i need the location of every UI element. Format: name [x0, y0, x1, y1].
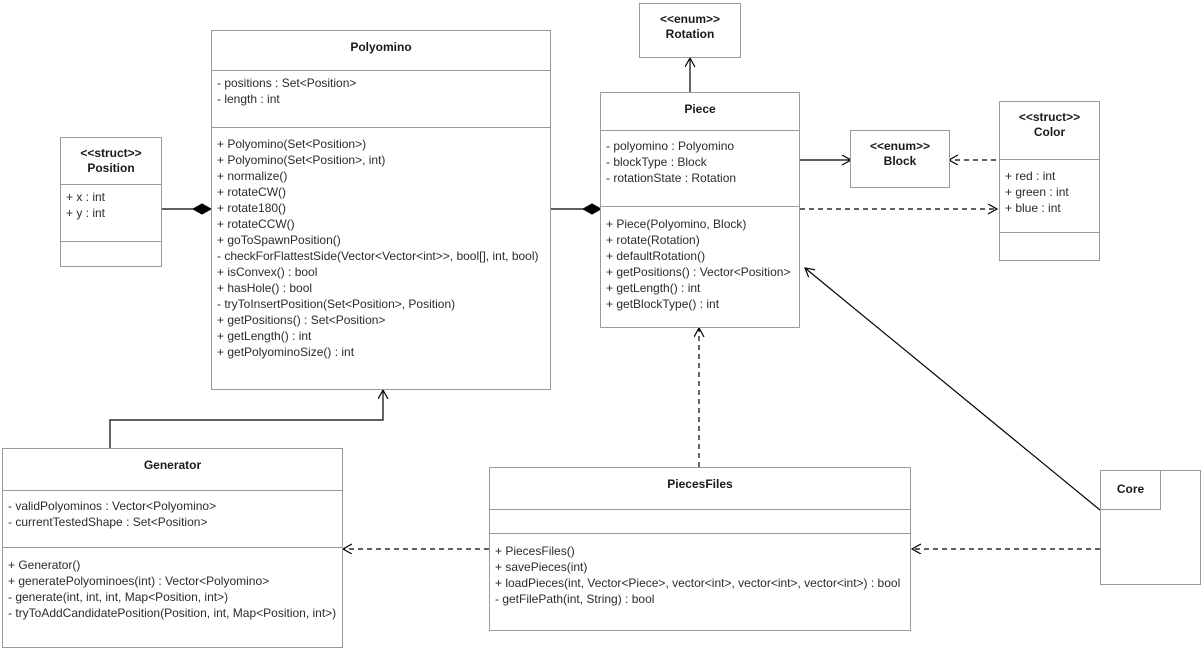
attribute-item: + x : int	[66, 190, 106, 204]
edge-generator-polyomino	[109, 390, 383, 448]
operation-item: + generatePolyominoes(int) : Vector<Poly…	[8, 574, 270, 588]
operation-item: + defaultRotation()	[606, 249, 706, 263]
operations-compartment-generator: + Generator() + generatePolyominoes(int)…	[3, 548, 342, 626]
operation-item: + rotateCW()	[217, 185, 287, 199]
operation-item: + PiecesFiles()	[495, 544, 575, 558]
operation-item: + getPositions() : Vector<Position>	[606, 265, 791, 279]
class-title-color: <<struct>> Color	[1000, 102, 1099, 160]
operation-item: + rotateCCW()	[217, 217, 295, 231]
class-title-core: Core	[1101, 471, 1160, 508]
operation-item: + getLength() : int	[217, 329, 312, 343]
operation-item: + Generator()	[8, 558, 81, 572]
class-box-generator[interactable]: Generator - validPolyominos : Vector<Pol…	[2, 448, 343, 648]
class-box-core[interactable]: Core	[1100, 470, 1161, 510]
stereotype-label: <<enum>>	[659, 12, 721, 26]
operation-item: - generate(int, int, int, Map<Position, …	[8, 590, 229, 604]
attribute-item: - length : int	[217, 92, 280, 106]
operation-item: + normalize()	[217, 169, 288, 183]
class-box-rotation[interactable]: <<enum>> Rotation	[639, 3, 741, 58]
class-name-label: Block	[883, 154, 917, 168]
class-title-polyomino: Polyomino	[212, 31, 550, 71]
class-name-label: Piece	[684, 102, 716, 116]
attributes-compartment-piecesfiles	[490, 510, 910, 534]
class-name-label: Core	[1116, 482, 1145, 496]
class-title-position: <<struct>> Position	[61, 138, 161, 185]
operation-item: + isConvex() : bool	[217, 265, 318, 279]
operation-item: + hasHole() : bool	[217, 281, 313, 295]
attributes-compartment-polyomino: - positions : Set<Position> - length : i…	[212, 71, 550, 128]
attribute-item: - currentTestedShape : Set<Position>	[8, 515, 208, 529]
operation-item: + getPolyominoSize() : int	[217, 345, 355, 359]
class-box-block[interactable]: <<enum>> Block	[850, 130, 950, 188]
attribute-item: - validPolyominos : Vector<Polyomino>	[8, 499, 217, 513]
operation-item: - tryToAddCandidatePosition(Position, in…	[8, 606, 337, 620]
class-name-label: Rotation	[665, 27, 715, 41]
class-box-piecesfiles[interactable]: PiecesFiles + PiecesFiles() + savePieces…	[489, 467, 911, 631]
class-title-piece: Piece	[601, 93, 799, 131]
operation-item: + loadPieces(int, Vector<Piece>, vector<…	[495, 576, 901, 590]
operation-item: + goToSpawnPosition()	[217, 233, 341, 247]
class-title-generator: Generator	[3, 449, 342, 491]
operation-item: + getBlockType() : int	[606, 297, 720, 311]
class-box-position[interactable]: <<struct>> Position + x : int + y : int	[60, 137, 162, 267]
attributes-compartment-piece: - polyomino : Polyomino - blockType : Bl…	[601, 131, 799, 207]
attributes-compartment-generator: - validPolyominos : Vector<Polyomino> - …	[3, 491, 342, 548]
operation-item: + Polyomino(Set<Position>, int)	[217, 153, 386, 167]
class-name-label: PiecesFiles	[667, 477, 733, 491]
operation-item: + savePieces(int)	[495, 560, 588, 574]
operations-compartment-polyomino: + Polyomino(Set<Position>) + Polyomino(S…	[212, 128, 550, 365]
stereotype-label: <<enum>>	[869, 139, 931, 153]
operation-item: - checkForFlattestSide(Vector<Vector<int…	[217, 249, 539, 263]
class-box-color[interactable]: <<struct>> Color + red : int + green : i…	[999, 101, 1100, 261]
attribute-item: + green : int	[1005, 185, 1069, 199]
attribute-item: + red : int	[1005, 169, 1056, 183]
operation-item: + Piece(Polyomino, Block)	[606, 217, 747, 231]
attribute-item: - blockType : Block	[606, 155, 707, 169]
class-name-label: Position	[87, 161, 135, 175]
class-title-rotation: <<enum>> Rotation	[640, 4, 740, 57]
operation-item: - getFilePath(int, String) : bool	[495, 592, 655, 606]
class-title-piecesfiles: PiecesFiles	[490, 468, 910, 510]
attribute-item: + y : int	[66, 206, 106, 220]
class-box-polyomino[interactable]: Polyomino - positions : Set<Position> - …	[211, 30, 551, 390]
operation-item: + rotate180()	[217, 201, 287, 215]
class-name-label: Color	[1033, 125, 1066, 139]
attribute-item: - positions : Set<Position>	[217, 76, 357, 90]
class-box-piece[interactable]: Piece - polyomino : Polyomino - blockTyp…	[600, 92, 800, 328]
operation-item: + rotate(Rotation)	[606, 233, 700, 247]
class-name-label: Generator	[143, 458, 202, 472]
attribute-item: + blue : int	[1005, 201, 1061, 215]
class-name-label: Polyomino	[350, 40, 412, 54]
operation-item: + getLength() : int	[606, 281, 701, 295]
attribute-item: - rotationState : Rotation	[606, 171, 737, 185]
stereotype-label: <<struct>>	[80, 146, 142, 160]
class-title-block: <<enum>> Block	[851, 131, 949, 187]
operation-item: - tryToInsertPosition(Set<Position>, Pos…	[217, 297, 456, 311]
operation-item: + getPositions() : Set<Position>	[217, 313, 386, 327]
operations-compartment-piecesfiles: + PiecesFiles() + savePieces(int) + load…	[490, 534, 910, 612]
stereotype-label: <<struct>>	[1018, 110, 1081, 124]
attributes-compartment-position: + x : int + y : int	[61, 185, 161, 242]
attribute-item: - polyomino : Polyomino	[606, 139, 735, 153]
operations-compartment-piece: + Piece(Polyomino, Block) + rotate(Rotat…	[601, 207, 799, 317]
attributes-compartment-color: + red : int + green : int + blue : int	[1000, 160, 1099, 233]
operation-item: + Polyomino(Set<Position>)	[217, 137, 367, 151]
